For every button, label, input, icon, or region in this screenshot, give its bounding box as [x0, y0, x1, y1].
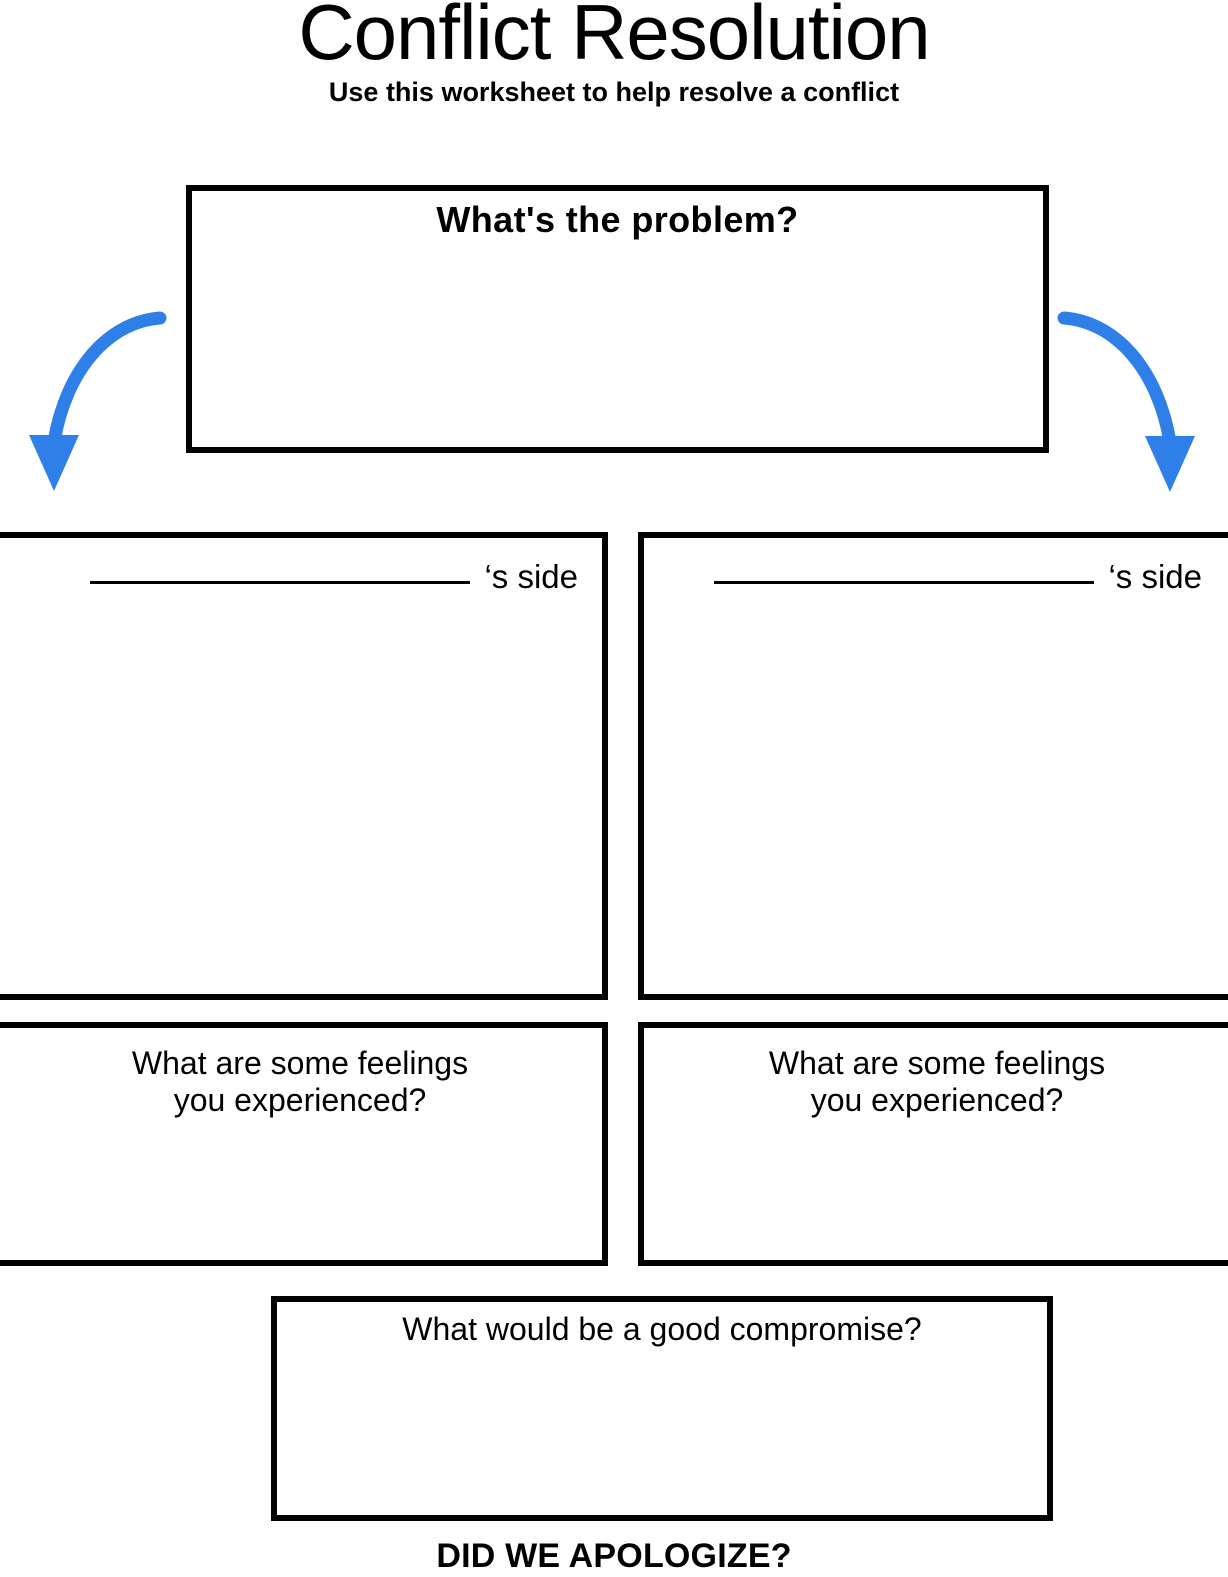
side-left-header: ‘s side — [24, 560, 578, 593]
side-right-suffix-label: ‘s side — [1108, 558, 1202, 595]
side-box-right[interactable]: ‘s side — [638, 532, 1228, 1000]
problem-box[interactable]: What's the problem? — [186, 185, 1049, 453]
apologize-question: DID WE APOLOGIZE? — [436, 1537, 792, 1575]
page-subtitle: Use this worksheet to help resolve a con… — [328, 77, 900, 107]
problem-box-label: What's the problem? — [436, 199, 799, 240]
page-title: Conflict Resolution — [298, 0, 930, 76]
side-box-left[interactable]: ‘s side — [0, 532, 608, 1000]
side-right-header: ‘s side — [670, 560, 1202, 593]
side-left-suffix-label: ‘s side — [484, 558, 578, 595]
compromise-box[interactable]: What would be a good compromise? — [271, 1296, 1053, 1521]
curved-arrow-down-left-icon — [29, 311, 167, 491]
compromise-box-label: What would be a good compromise? — [402, 1311, 922, 1347]
curved-arrow-down-right-icon — [1057, 311, 1195, 492]
side-left-name-input[interactable] — [90, 580, 471, 584]
side-right-name-input[interactable] — [714, 580, 1095, 584]
